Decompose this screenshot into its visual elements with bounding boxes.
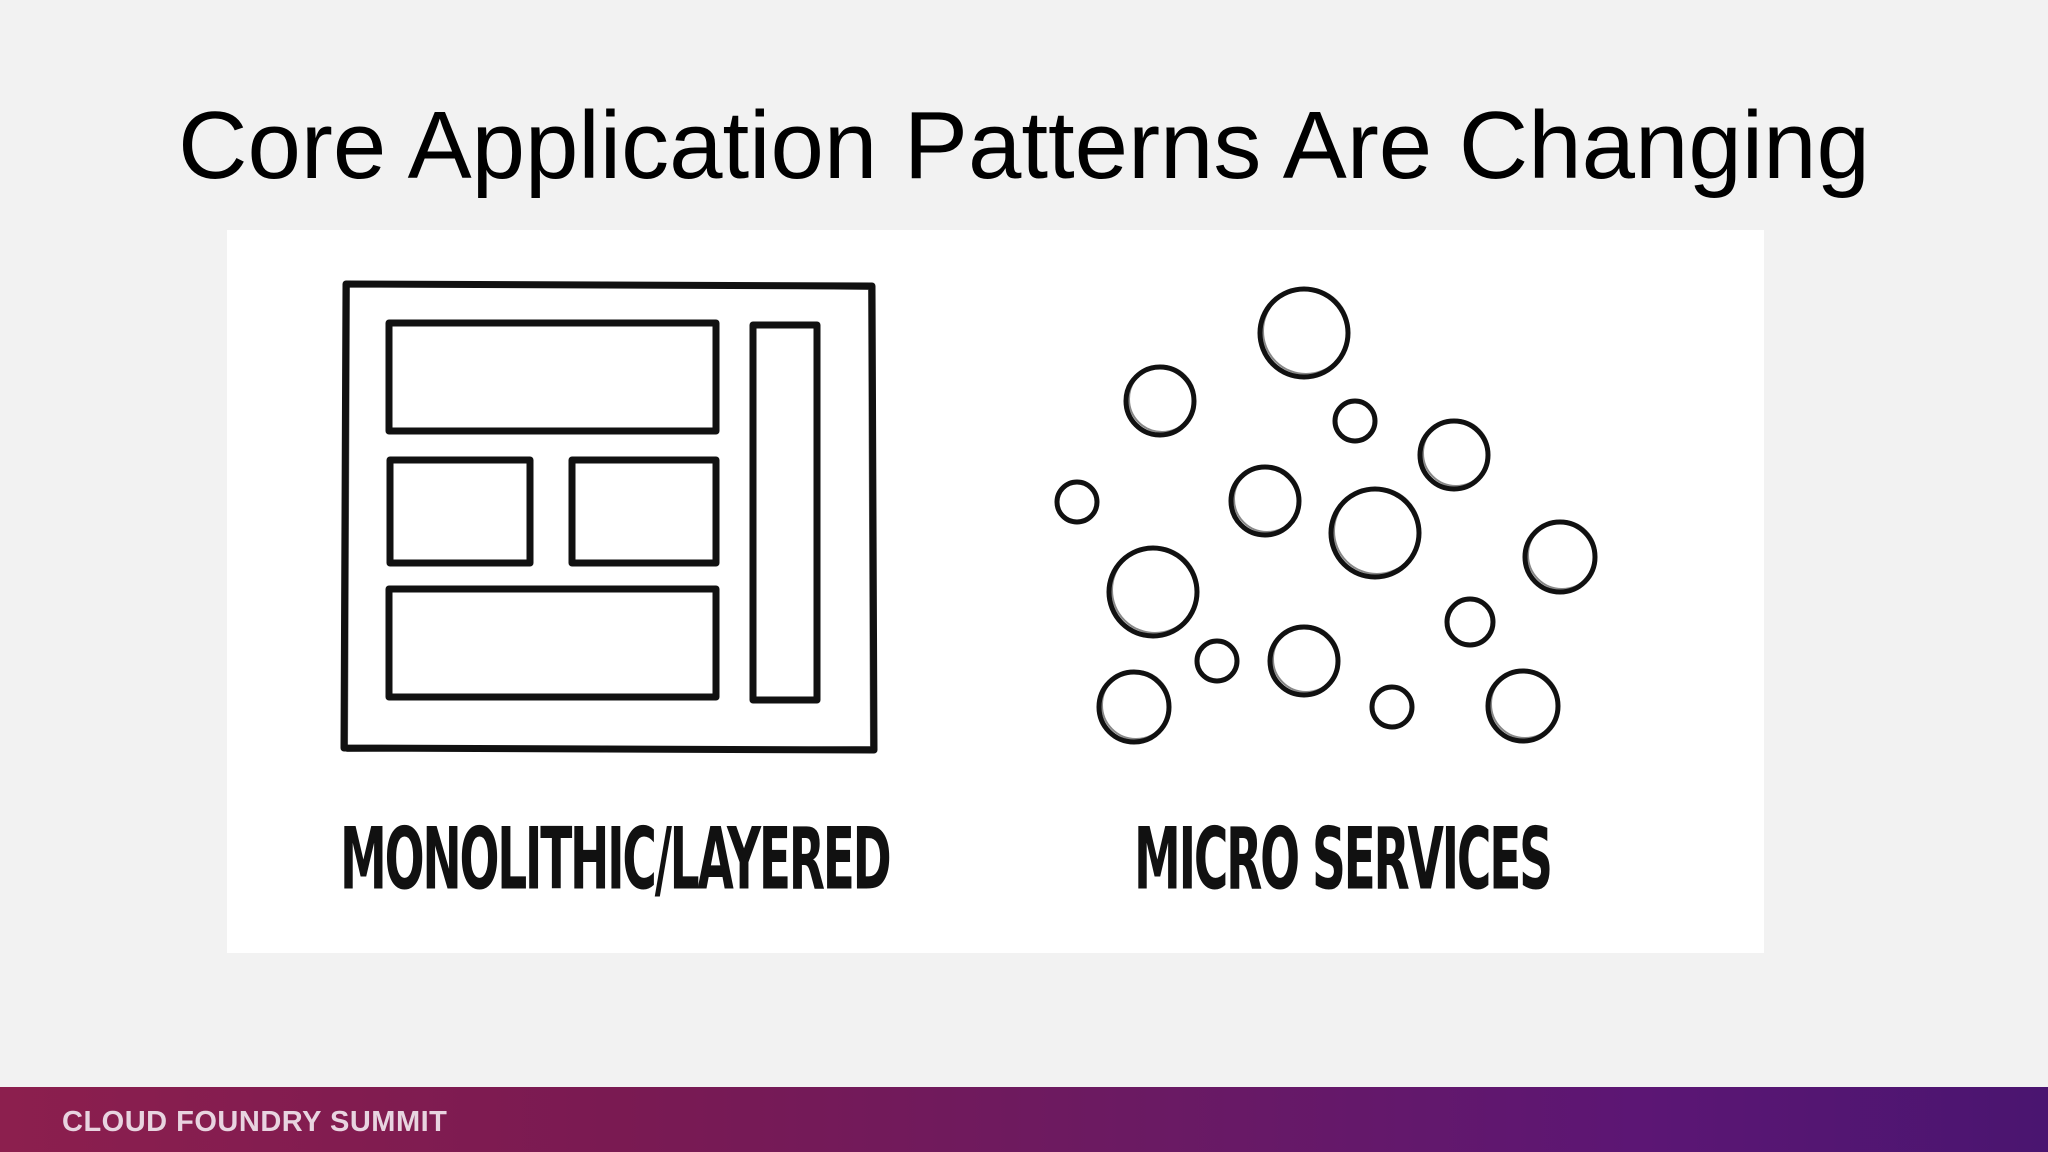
bubbles-icon <box>1054 286 1598 745</box>
monolithic-caption: MONOLITHIC/LAYERED <box>340 809 892 909</box>
footer-label: CLOUD FOUNDRY SUMMIT <box>62 1106 448 1138</box>
architecture-figure <box>227 230 1764 953</box>
layered-blocks-icon <box>340 280 878 754</box>
slide-title: Core Application Patterns Are Changing <box>178 92 1870 199</box>
microservices-caption: MICRO SERVICES <box>1134 809 1553 909</box>
footer-bar: CLOUD FOUNDRY SUMMIT <box>0 1087 2048 1152</box>
architecture-diagram <box>340 280 1598 754</box>
